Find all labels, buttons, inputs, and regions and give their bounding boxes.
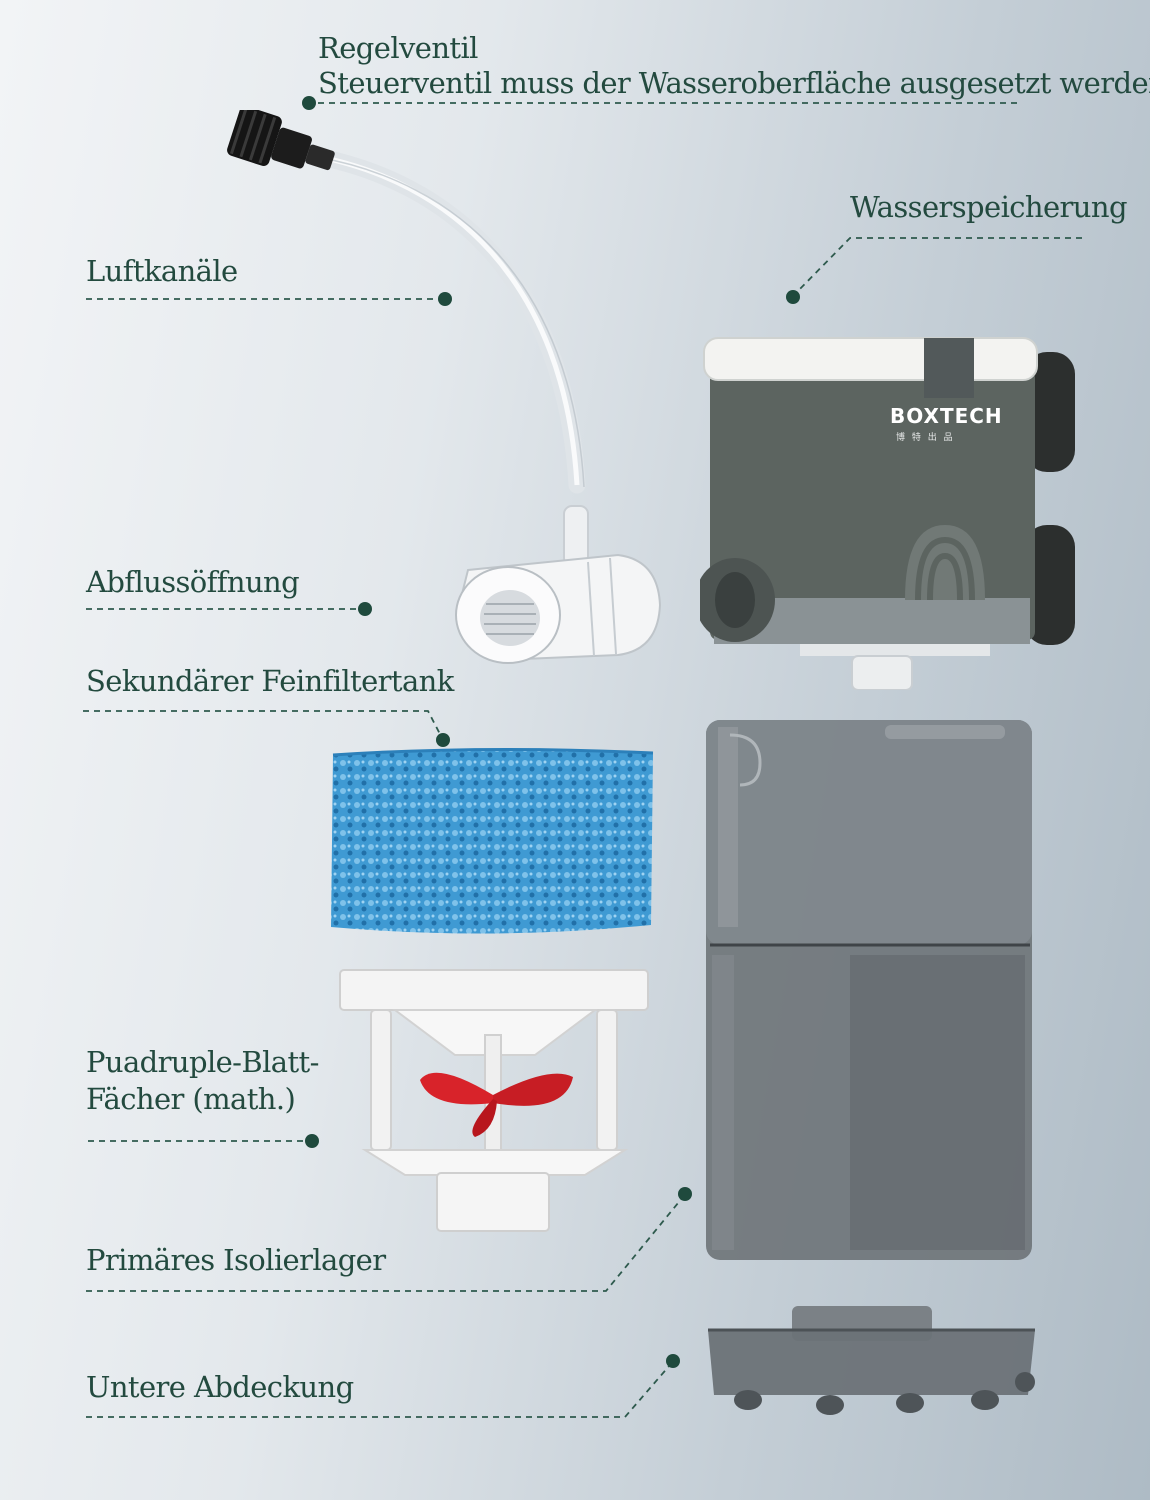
dot-luftkanaele xyxy=(438,292,452,306)
dot-regelventil xyxy=(302,96,316,110)
brand-subtitle: 博 特 出 品 xyxy=(896,433,955,443)
label-abdeckung: Untere Abdeckung xyxy=(86,1370,354,1404)
impeller-assembly xyxy=(339,969,649,1232)
label-isolierlager: Primäres Isolierlager xyxy=(86,1243,386,1277)
label-abflussoeffnung: Abflussöffnung xyxy=(86,565,300,599)
label-regelventil-note: Steuerventil muss der Wasseroberfläche a… xyxy=(318,66,1150,100)
bottom-cover xyxy=(708,1306,1035,1415)
dot-abflussoeffnung xyxy=(358,602,372,616)
dot-isolierlager xyxy=(678,1187,692,1201)
label-regelventil: Regelventil xyxy=(318,31,478,65)
leader-abdeckung xyxy=(86,1364,671,1418)
leader-wasserspeicherung xyxy=(794,237,1082,295)
air-tube-with-valve xyxy=(227,110,586,494)
outflow-nozzle xyxy=(455,505,662,664)
leader-isolierlager xyxy=(86,1196,684,1292)
label-blatt-line2: Fächer (math.) xyxy=(86,1082,296,1116)
label-wasserspeicherung: Wasserspeicherung xyxy=(850,190,1128,224)
dot-wasserspeicherung xyxy=(786,290,800,304)
dot-feinfiltertank xyxy=(436,733,450,747)
dot-blatt xyxy=(305,1134,319,1148)
red-fan-blade-icon xyxy=(420,1072,573,1137)
filter-tank xyxy=(706,720,1032,1260)
label-feinfiltertank: Sekundärer Feinfiltertank xyxy=(86,664,454,698)
brand-logo: BOXTECH xyxy=(890,404,1003,428)
filter-sponge xyxy=(331,747,654,934)
label-blatt-line1: Puadruple-Blatt- xyxy=(86,1045,319,1079)
label-luftkanaele: Luftkanäle xyxy=(86,254,238,288)
control-valve-icon xyxy=(227,110,335,171)
leader-feinfiltertank xyxy=(83,710,442,737)
pump-housing: BOXTECH 博 特 出 品 xyxy=(700,330,1080,690)
dot-abdeckung xyxy=(666,1354,680,1368)
